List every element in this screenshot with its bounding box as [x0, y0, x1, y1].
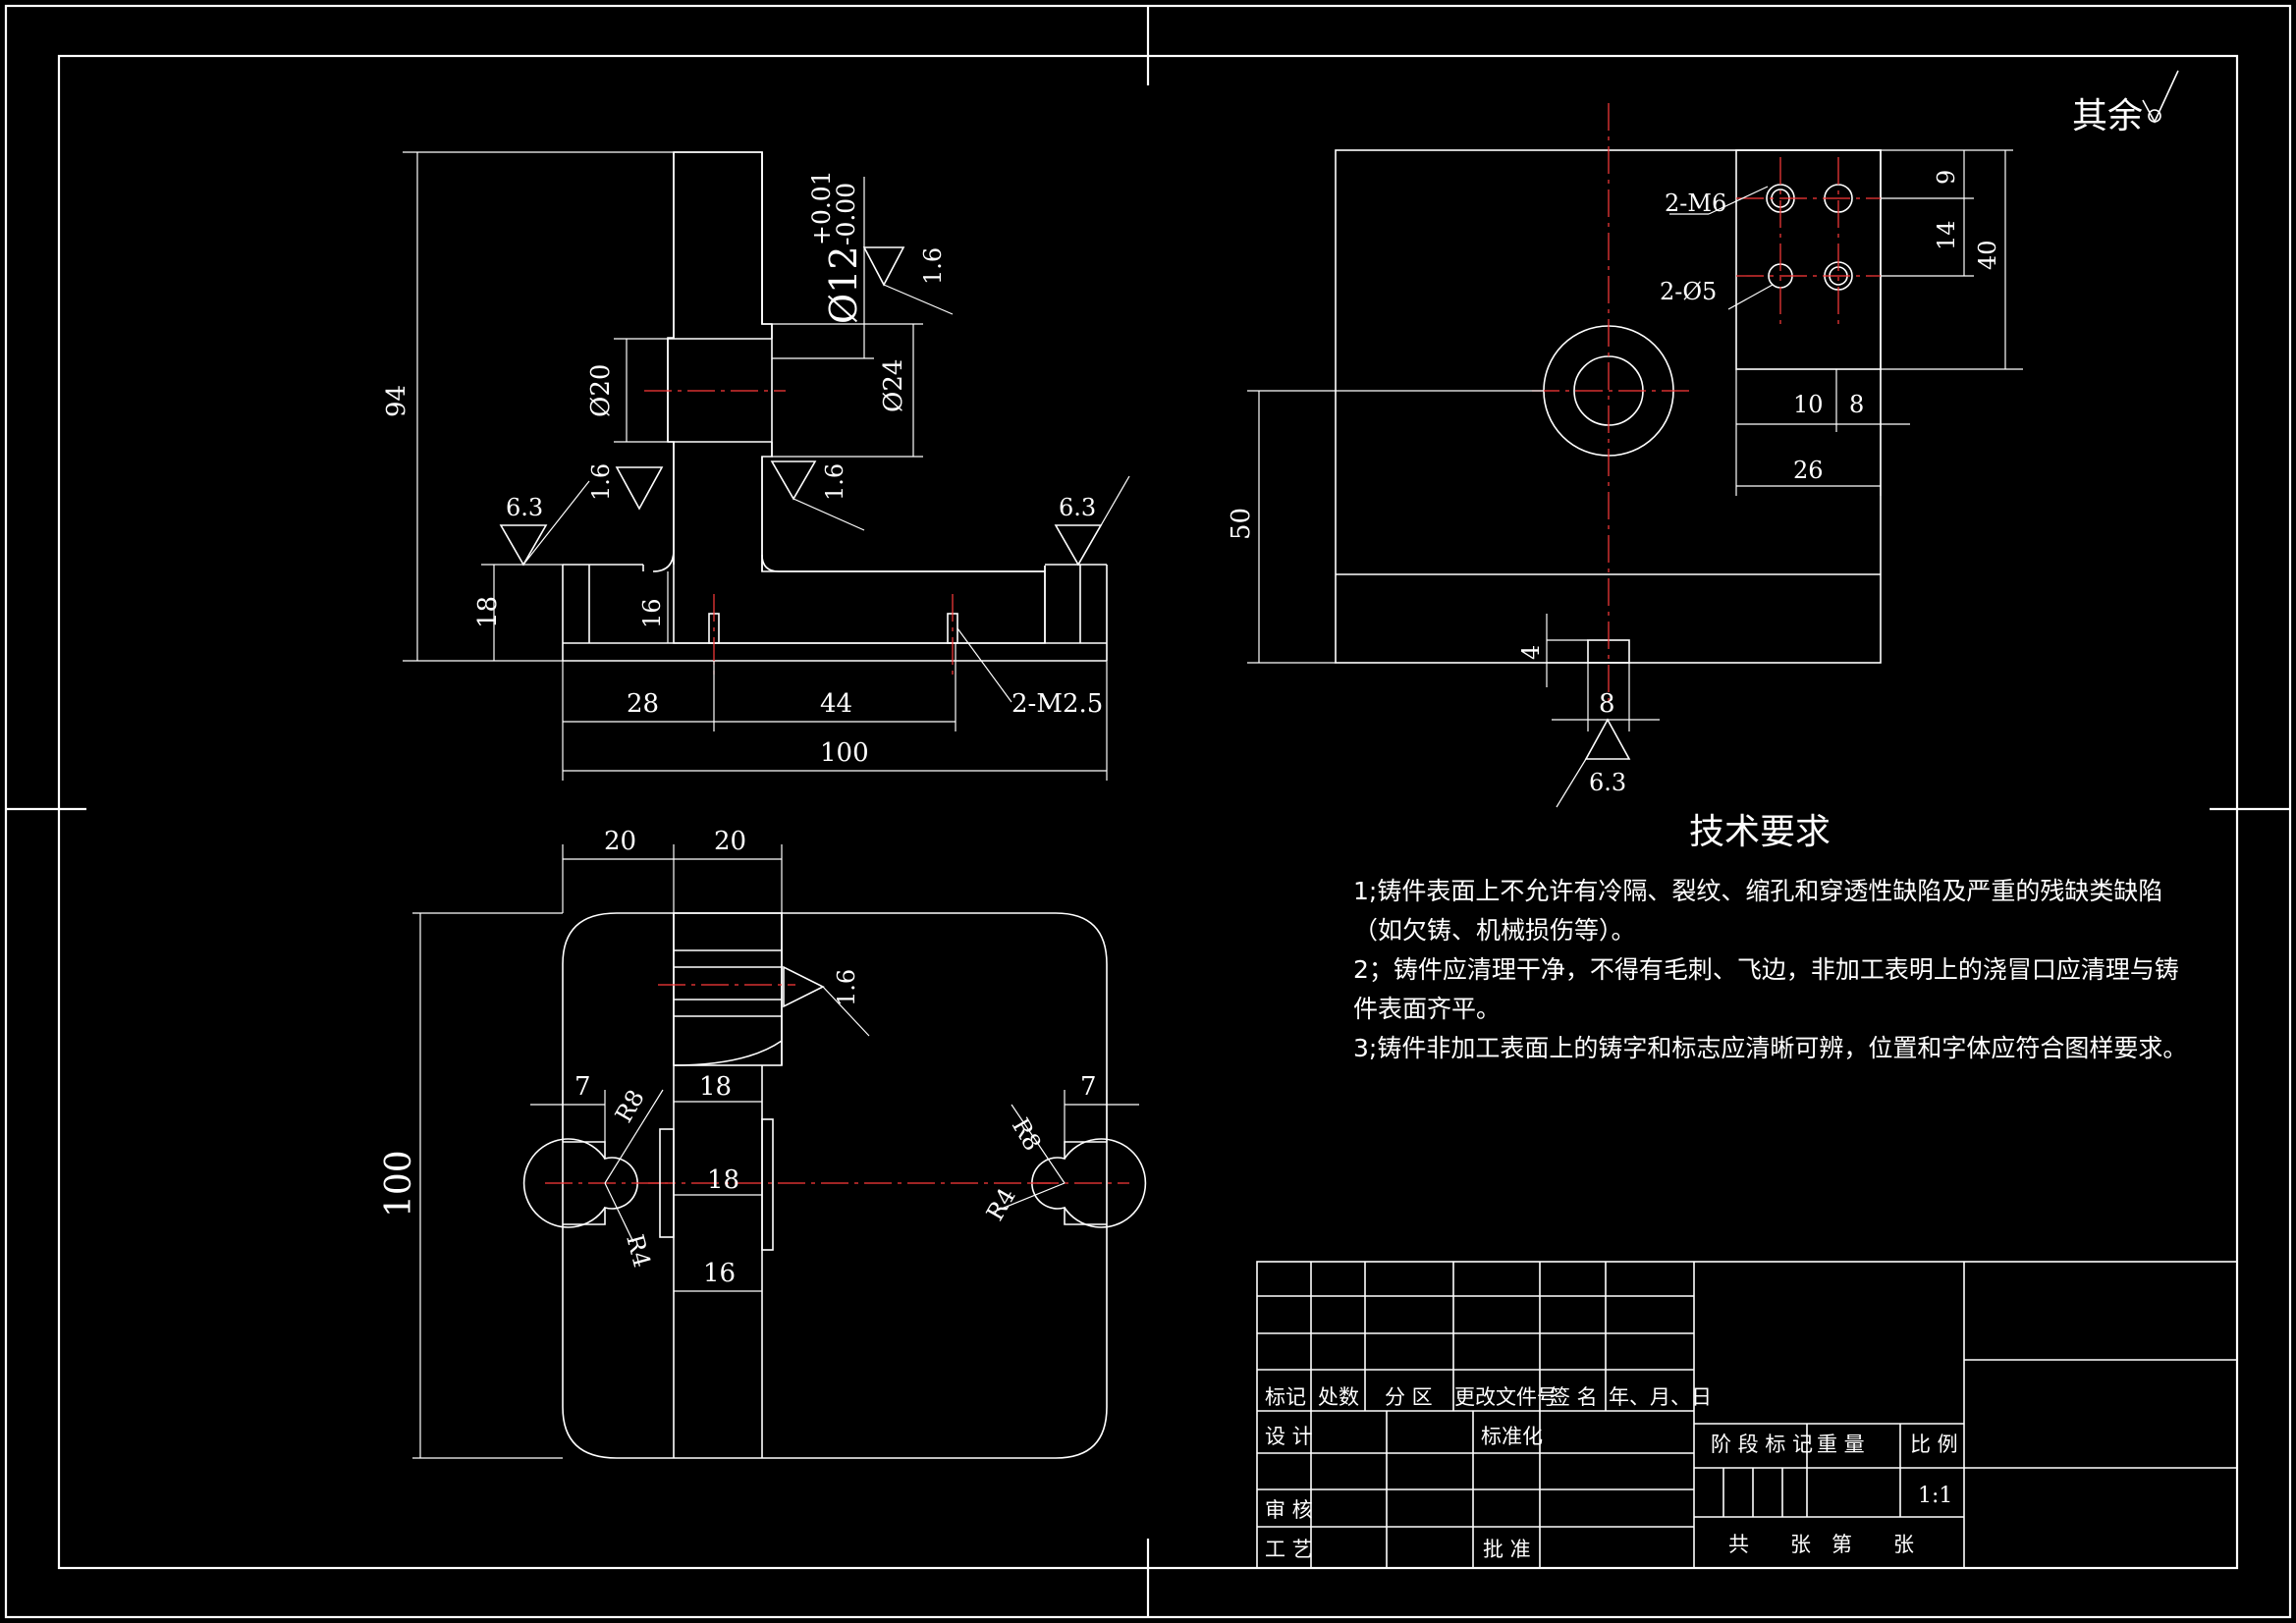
dim-r4-right: R4 — [981, 1183, 1021, 1225]
dim-50: 50 — [1227, 508, 1256, 540]
tb-review: 审 核 — [1265, 1498, 1313, 1522]
dim-16: 16 — [638, 598, 666, 628]
tb-zone: 分 区 — [1385, 1385, 1433, 1409]
dim-7-right: 7 — [1080, 1072, 1097, 1102]
dim-100-top: 100 — [379, 1150, 419, 1217]
title-block: 标记 处数 分 区 更改文件号 签 名 年、月、日 设 计 标准化 审 核 工 … — [1256, 1261, 2238, 1569]
tb-approve: 批 准 — [1483, 1538, 1531, 1561]
tb-scale-value: 1:1 — [1918, 1484, 1952, 1508]
rough-slot: 1.6 — [833, 969, 860, 1006]
dim-100: 100 — [820, 738, 869, 768]
tb-sheets: 共 张 第 张 — [1728, 1533, 1914, 1556]
dim-94: 94 — [382, 385, 411, 417]
dim-7-left: 7 — [574, 1072, 591, 1102]
dim-10: 10 — [1793, 391, 1824, 418]
tb-sign: 签 名 — [1550, 1385, 1598, 1409]
dim-fit-upper: +0.01 — [807, 170, 836, 245]
dim-thread: 2-M2.5 — [1011, 689, 1103, 719]
tech-item-3: 3;铸件非加工表面上的铸字和标志应清晰可辨，位置和字体应符合图样要求。 — [1353, 1034, 2188, 1062]
tb-count: 处数 — [1318, 1385, 1359, 1409]
finish-note-text: 其余 — [2072, 96, 2143, 136]
side-view: 9 14 40 2-M6 2-Ø5 10 8 26 50 4 8 6.3 — [1227, 103, 2023, 808]
dim-counterbore: Ø24 — [879, 359, 908, 412]
dim-20b: 20 — [714, 827, 746, 856]
dim-9: 9 — [1933, 170, 1960, 185]
dim-fit: Ø12 — [822, 245, 865, 324]
dim-bore: Ø20 — [586, 364, 616, 417]
dim-18b: 18 — [707, 1165, 739, 1195]
finish-note: 其余 — [2072, 70, 2179, 136]
dim-m6: 2-M6 — [1665, 189, 1726, 217]
top-view: 20 20 100 7 7 R8 R4 R8 R4 18 18 16 1.6 — [379, 827, 1147, 1459]
tb-standardize: 标准化 — [1481, 1425, 1543, 1448]
dim-fit-lower: -0.00 — [832, 183, 860, 245]
rough-left: 6.3 — [506, 494, 543, 521]
dim-26: 26 — [1793, 457, 1824, 484]
dim-d5: 2-Ø5 — [1660, 278, 1717, 305]
tech-item-1: 1;铸件表面上不允许有冷隔、裂纹、缩孔和穿透性缺陷及严重的残缺类缺陷（如欠铸、机… — [1353, 877, 2163, 945]
rough-bottom: 6.3 — [1589, 769, 1626, 796]
tb-date: 年、月、日 — [1609, 1385, 1712, 1409]
dim-18a: 18 — [699, 1072, 732, 1102]
dim-28: 28 — [627, 689, 659, 719]
tb-design: 设 计 — [1265, 1425, 1313, 1448]
sheet-frame — [4, 4, 2292, 1619]
tb-weight: 重 量 — [1817, 1433, 1865, 1456]
dim-8: 8 — [1849, 391, 1864, 418]
tb-mark: 标记 — [1265, 1385, 1306, 1409]
tech-item-2: 2；铸件应清理干净，不得有毛刺、飞边，非加工表明上的浇冒口应清理与铸件表面齐平。 — [1353, 955, 2179, 1023]
dim-r8-right: R8 — [1007, 1113, 1047, 1156]
dim-20a: 20 — [604, 827, 636, 856]
tb-process: 工 艺 — [1265, 1538, 1313, 1561]
dim-40: 40 — [1974, 240, 2001, 270]
tech-title: 技术要求 — [1689, 812, 1831, 852]
dim-14: 14 — [1933, 220, 1960, 250]
dim-16-top: 16 — [703, 1259, 736, 1288]
tb-docno: 更改文件号 — [1454, 1385, 1558, 1409]
rough-fit: 1.6 — [919, 247, 947, 285]
dim-slot8: 8 — [1599, 689, 1615, 719]
front-section-view: 94 18 16 28 44 100 2-M2.5 Ø20 Ø24 Ø12 +0… — [382, 151, 1130, 781]
dim-18: 18 — [473, 596, 503, 628]
rough-bore-left: 1.6 — [587, 463, 615, 501]
dim-r4-left: R4 — [621, 1231, 656, 1270]
tech-requirements: 1;铸件表面上不允许有冷隔、裂纹、缩孔和穿透性缺陷及严重的残缺类缺陷（如欠铸、机… — [1353, 872, 2198, 1068]
tb-stage: 阶 段 标 记 — [1711, 1433, 1813, 1456]
dim-44: 44 — [820, 689, 852, 719]
rough-bore-right: 1.6 — [821, 463, 848, 501]
rough-right: 6.3 — [1059, 494, 1096, 521]
dim-4: 4 — [1517, 645, 1545, 660]
tb-scale-label: 比 例 — [1910, 1433, 1958, 1456]
